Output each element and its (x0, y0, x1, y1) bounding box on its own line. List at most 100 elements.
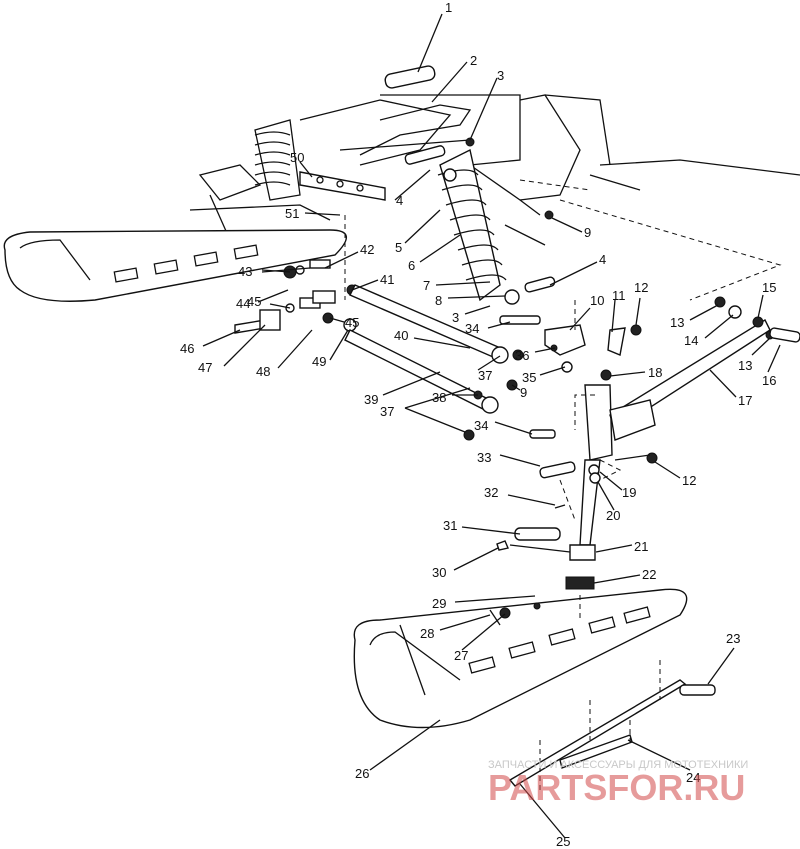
callout-47: 47 (198, 324, 266, 375)
svg-text:34: 34 (465, 321, 479, 336)
svg-text:11: 11 (612, 288, 626, 303)
callout-5: 5 (395, 209, 441, 255)
left-ski (3, 229, 347, 302)
svg-text:42: 42 (360, 242, 374, 257)
svg-text:12: 12 (682, 473, 696, 488)
callout-40: 40 (394, 328, 471, 349)
svg-text:16: 16 (762, 373, 776, 388)
callout-41: 41 (351, 272, 394, 291)
svg-text:25: 25 (556, 834, 570, 849)
svg-text:3: 3 (497, 68, 504, 83)
svg-text:46: 46 (180, 341, 194, 356)
svg-text:35: 35 (522, 370, 536, 385)
svg-text:3: 3 (452, 310, 459, 325)
svg-text:10: 10 (590, 293, 604, 308)
callout-4b: 4 (549, 252, 606, 286)
left-shock-spring (254, 131, 291, 186)
callout-13a: 13 (670, 304, 719, 330)
svg-text:47: 47 (198, 360, 212, 375)
callout-48: 48 (256, 329, 313, 379)
svg-text:43: 43 (238, 264, 252, 279)
callout-20: 20 (597, 481, 620, 523)
svg-text:39: 39 (364, 392, 378, 407)
callout-51: 51 (285, 206, 341, 221)
svg-text:9: 9 (520, 385, 527, 400)
callout-14: 14 (684, 314, 734, 348)
svg-text:30: 30 (432, 565, 446, 580)
callout-37b: 37 (380, 387, 471, 433)
svg-text:4: 4 (599, 252, 606, 267)
callout-17: 17 (709, 369, 752, 408)
svg-text:24: 24 (686, 770, 700, 785)
svg-text:40: 40 (394, 328, 408, 343)
callout-35: 35 (522, 366, 566, 385)
callout-34a: 34 (465, 321, 511, 336)
svg-text:21: 21 (634, 539, 648, 554)
steering-arm-bracket (499, 315, 642, 373)
svg-text:50: 50 (290, 150, 304, 165)
svg-text:8: 8 (435, 293, 442, 308)
callout-28: 28 (420, 614, 491, 641)
svg-text:27: 27 (454, 648, 468, 663)
callout-12a: 12 (634, 280, 648, 326)
callout-10: 10 (569, 293, 604, 331)
svg-text:49: 49 (312, 354, 326, 369)
svg-text:9: 9 (584, 225, 591, 240)
svg-text:20: 20 (606, 508, 620, 523)
callout-46: 46 (180, 329, 241, 356)
callout-6: 6 (408, 234, 461, 273)
callout-25: 25 (519, 783, 570, 849)
callout-27: 27 (454, 613, 506, 663)
callout-2: 2 (431, 53, 477, 103)
ski-wear-bar (508, 679, 716, 787)
upper-chassis-assembly (189, 65, 800, 241)
callout-34b: 34 (474, 418, 533, 435)
callout-36: 36 (515, 347, 556, 363)
svg-text:51: 51 (285, 206, 299, 221)
callout-12b: 12 (654, 461, 696, 488)
svg-text:12: 12 (634, 280, 648, 295)
callout-4a: 4 (394, 169, 431, 208)
callout-39: 39 (364, 371, 441, 407)
svg-text:32: 32 (484, 485, 498, 500)
callout-26: 26 (355, 719, 441, 781)
callout-19: 19 (599, 471, 636, 500)
svg-text:17: 17 (738, 393, 752, 408)
callout-43: 43 (238, 264, 311, 279)
svg-text:29: 29 (432, 596, 446, 611)
callout-31: 31 (443, 518, 521, 535)
svg-text:4: 4 (396, 193, 403, 208)
callout-22: 22 (593, 567, 656, 584)
callout-44: 44 (236, 289, 289, 311)
callout-7: 7 (423, 278, 491, 293)
callout-labels: 1 2 3 50 4 51 5 6 9 42 43 41 7 4 8 44 45… (180, 0, 781, 849)
svg-text:26: 26 (355, 766, 369, 781)
main-shock-absorber (437, 148, 556, 305)
svg-text:36: 36 (515, 348, 529, 363)
callout-3b: 3 (452, 305, 491, 325)
svg-text:6: 6 (408, 258, 415, 273)
spindle-pins (496, 527, 571, 553)
ski-spindle (529, 369, 613, 561)
svg-text:15: 15 (762, 280, 776, 295)
svg-text:37: 37 (478, 368, 492, 383)
callout-18: 18 (609, 365, 662, 380)
callout-8: 8 (435, 293, 506, 308)
svg-text:1: 1 (445, 0, 452, 15)
svg-text:33: 33 (477, 450, 491, 465)
callout-1: 1 (417, 0, 452, 73)
tie-rod (609, 296, 800, 464)
svg-text:22: 22 (642, 567, 656, 582)
svg-text:14: 14 (684, 333, 698, 348)
callout-9a: 9 (551, 217, 591, 240)
callout-45b: 45 (329, 315, 359, 330)
svg-text:2: 2 (470, 53, 477, 68)
assembly-guide-lines (344, 179, 782, 790)
svg-text:5: 5 (395, 240, 402, 255)
callout-15: 15 (757, 280, 776, 319)
radius-rods (344, 284, 524, 441)
svg-text:13: 13 (670, 315, 684, 330)
svg-text:45: 45 (247, 294, 261, 309)
callout-11: 11 (611, 288, 626, 333)
